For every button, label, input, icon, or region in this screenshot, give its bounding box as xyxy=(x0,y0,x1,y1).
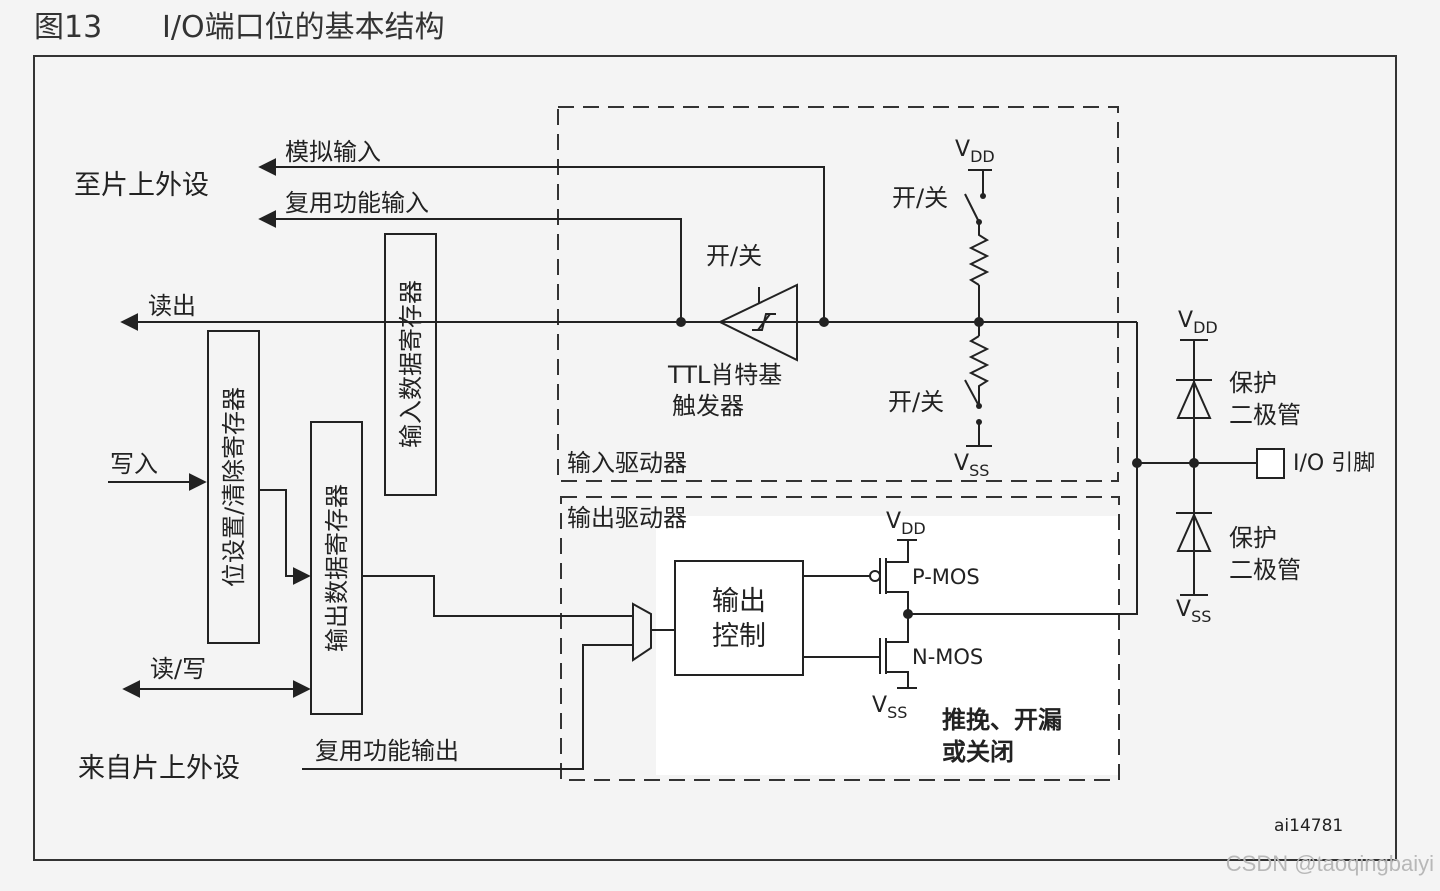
output-driver-box xyxy=(560,496,1120,781)
junction-dot xyxy=(1189,458,1199,468)
watermark: CSDN @taoqingbaiyi xyxy=(1225,851,1434,876)
alt-func-output-label: 复用功能输出 xyxy=(315,737,459,765)
vdd-top-label: VDD xyxy=(955,137,995,166)
pullup-on-off-label: 开/关 xyxy=(892,184,948,212)
setreset-to-odr xyxy=(259,489,311,585)
switch-contact xyxy=(976,419,982,425)
output-data-register xyxy=(310,421,363,715)
vdd-pmos-label: VDD xyxy=(886,509,926,538)
pulldown-switch-icon xyxy=(964,379,980,407)
output-control-box xyxy=(674,560,804,676)
io-pin-label: I/O 引脚 xyxy=(1293,451,1375,476)
switch-contact xyxy=(976,219,982,225)
figure-number: 图13 xyxy=(34,10,103,45)
junction-dot xyxy=(676,317,686,327)
pulldown-on-off-label: 开/关 xyxy=(888,388,944,416)
push-pull-label-line1: 推挽、开漏 xyxy=(942,706,1062,734)
input-data-register-label: 输入数据寄存器 xyxy=(397,280,425,448)
mux-icon xyxy=(632,602,652,662)
pullup-resistor xyxy=(968,222,990,286)
diode-down-icon xyxy=(1176,512,1212,552)
to-peripheral-label: 至片上外设 xyxy=(74,170,209,201)
protect-lower-line1: 保护 xyxy=(1229,524,1277,552)
pullup-switch-icon xyxy=(964,193,980,223)
vss-right-label: VSS xyxy=(1176,597,1211,626)
switch-contact xyxy=(976,403,982,409)
pmos-source xyxy=(886,540,909,563)
pmos-label: P-MOS xyxy=(912,565,980,589)
from-peripheral-label: 来自片上外设 xyxy=(78,753,240,784)
bit-set-reset-label: 位设置/清除寄存器 xyxy=(220,387,248,587)
output-control-label-line2: 控制 xyxy=(712,621,766,652)
io-pin-icon xyxy=(1256,448,1285,479)
hysteresis-diag xyxy=(757,313,771,331)
junction-dot xyxy=(903,609,913,619)
vss-top-label: VSS xyxy=(954,451,989,480)
alt-output-line xyxy=(302,644,633,770)
schmitt-trigger-icon xyxy=(717,283,798,362)
schmitt-label-line1: TTL肖特基 xyxy=(667,361,782,389)
output-highlight xyxy=(656,516,1120,775)
junction-dot xyxy=(1132,458,1142,468)
pulldown-resistor xyxy=(968,335,990,406)
push-pull-label-line2: 或关闭 xyxy=(942,738,1014,766)
switch-contact xyxy=(980,193,986,199)
read-write-label: 读/写 xyxy=(150,655,206,683)
protect-upper-line2: 二极管 xyxy=(1229,401,1301,429)
vss-nmos-label: VSS xyxy=(872,693,907,722)
odr-to-mux-line xyxy=(362,575,633,617)
protect-lower-line2: 二极管 xyxy=(1229,556,1301,584)
output-driver-label: 输出驱动器 xyxy=(567,504,687,532)
read-label: 读出 xyxy=(148,292,196,320)
figure-title: I/O端口位的基本结构 xyxy=(162,10,445,45)
protect-upper-line1: 保护 xyxy=(1229,369,1277,397)
write-label: 写入 xyxy=(110,450,158,478)
output-to-pin-line xyxy=(908,322,1138,615)
schmitt-label-line2: 触发器 xyxy=(672,392,744,420)
output-data-register-label: 输出数据寄存器 xyxy=(323,484,351,652)
nmos-label: N-MOS xyxy=(912,645,983,669)
nmos-drain xyxy=(886,614,909,643)
input-driver-box xyxy=(557,106,1119,482)
diode-up-icon xyxy=(1176,379,1212,419)
pmos-drain xyxy=(886,591,909,614)
input-driver-label: 输入驱动器 xyxy=(567,449,687,477)
analog-input-line xyxy=(258,158,825,322)
figure-id: ai14781 xyxy=(1274,816,1343,836)
analog-input-label: 模拟输入 xyxy=(285,138,381,166)
alt-func-input-line xyxy=(258,210,682,322)
output-control-label-line1: 输出 xyxy=(712,586,766,617)
nmos-source xyxy=(886,671,909,688)
junction-dot xyxy=(819,317,829,327)
outer-frame xyxy=(33,55,1397,861)
vdd-right-label: VDD xyxy=(1178,308,1218,337)
bit-set-reset-register xyxy=(207,330,260,644)
alt-func-input-label: 复用功能输入 xyxy=(285,189,429,217)
schmitt-on-off-label: 开/关 xyxy=(706,242,762,270)
input-data-register xyxy=(384,233,437,496)
junction-dot xyxy=(974,317,984,327)
pmos-bubble-icon xyxy=(869,570,881,582)
